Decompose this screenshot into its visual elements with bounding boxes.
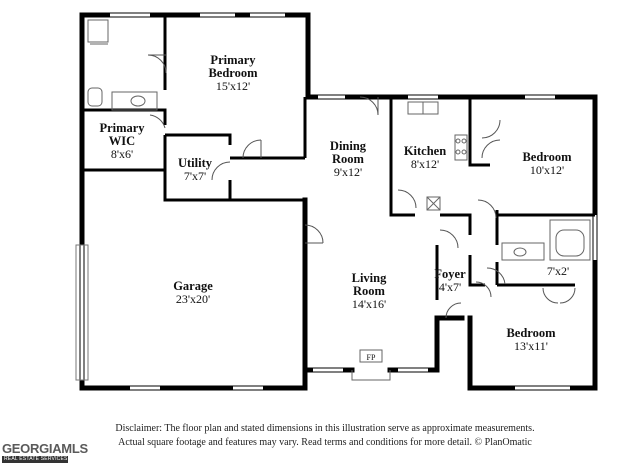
- room-primary-bedroom: Primary Bedroom 15'x12': [208, 54, 257, 93]
- disclaimer-line-2: Actual square footage and features may v…: [118, 437, 532, 448]
- room-dimensions: 8'x6': [110, 147, 134, 161]
- room-dimensions: 9'x12': [333, 165, 363, 179]
- georgiamls-logo: GEORGIAMLS REAL ESTATE SERVICES: [0, 441, 88, 465]
- room-dimensions: 14'x16': [351, 297, 387, 311]
- room-dining-room: Dining Room 9'x12': [330, 140, 366, 179]
- fixtures: [87, 19, 591, 381]
- fireplace-text: FP: [366, 353, 376, 362]
- room-dimensions: 8'x12': [410, 157, 440, 171]
- room-living-room: Living Room 14'x16': [352, 272, 387, 311]
- room-name: Utility: [177, 156, 213, 170]
- door-swings: [147, 54, 576, 319]
- window-segments: [80, 13, 597, 390]
- room-name-line1: Primary: [210, 53, 256, 67]
- room-dimensions: 10'x12': [529, 163, 565, 177]
- room-name: Foyer: [434, 267, 466, 281]
- room-name-line1: Primary: [99, 121, 145, 135]
- logo-tagline: REAL ESTATE SERVICES: [4, 456, 68, 462]
- room-bedroom-3: Bedroom 13'x11': [506, 327, 555, 353]
- room-primary-wic: Primary WIC 8'x6': [99, 122, 144, 161]
- room-name: Garage: [173, 279, 213, 293]
- room-dimensions: 13'x11': [514, 339, 548, 353]
- room-dimensions: 23'x20': [175, 292, 211, 306]
- room-name-line1: Dining: [329, 139, 367, 153]
- window-frames: [75, 244, 89, 381]
- room-dimensions: 7'x7': [183, 169, 207, 183]
- room-dimensions: 4'x7': [438, 280, 462, 294]
- room-closet: 7'x2': [547, 265, 569, 278]
- disclaimer-line-1: Disclaimer: The floor plan and stated di…: [115, 423, 535, 434]
- interior-walls: [82, 15, 595, 300]
- room-name-line2: Room: [332, 152, 364, 166]
- room-bedroom-2: Bedroom 10'x12': [522, 151, 571, 177]
- room-name-line1: Living: [351, 271, 387, 285]
- fireplace-label: FP: [367, 351, 376, 364]
- room-kitchen: Kitchen 8'x12': [404, 145, 446, 171]
- logo-wordmark: GEORGIAMLS: [2, 441, 88, 456]
- room-foyer: Foyer 4'x7': [434, 268, 465, 294]
- room-dimensions: 15'x12': [215, 79, 251, 93]
- room-name: Bedroom: [522, 150, 572, 164]
- room-name: Kitchen: [403, 144, 447, 158]
- room-name-line2: Bedroom: [208, 66, 258, 80]
- room-utility: Utility 7'x7': [178, 157, 212, 183]
- room-name-line2: Room: [353, 284, 385, 298]
- room-name-line2: WIC: [108, 134, 136, 148]
- room-garage: Garage 23'x20': [173, 280, 213, 306]
- room-dimensions: 7'x2': [546, 264, 570, 278]
- room-name: Bedroom: [506, 326, 556, 340]
- disclaimer: Disclaimer: The floor plan and stated di…: [90, 422, 560, 450]
- logo-bar: [2, 456, 68, 463]
